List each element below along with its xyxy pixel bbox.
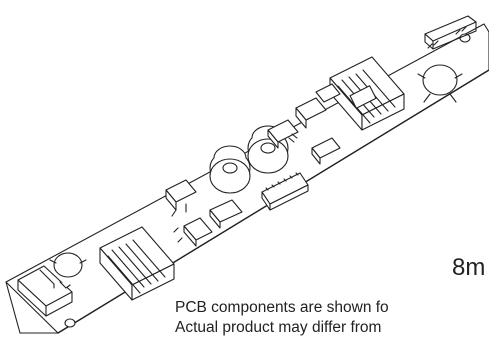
transformer-left	[99, 226, 175, 301]
smd-component-g	[315, 83, 341, 103]
component-note-line-1: PCB components are shown fo	[175, 299, 389, 316]
dimension-label: 8m	[452, 254, 486, 281]
smd-component-b	[267, 119, 299, 149]
transformer-right	[329, 56, 405, 131]
edge-connector-right	[424, 15, 477, 50]
mounting-hole-left	[64, 318, 76, 328]
toroid-coil-1	[209, 145, 251, 194]
ic-chip	[261, 172, 309, 211]
smd-component-f	[173, 217, 213, 247]
round-capacitor-right	[417, 64, 463, 103]
edge-connector-left	[17, 265, 73, 317]
component-note-line-2: Actual product may differ from	[175, 319, 382, 336]
smd-component-a	[295, 97, 327, 129]
smd-component-c	[311, 137, 341, 165]
smd-component-e	[209, 199, 243, 229]
round-capacitor-left	[49, 252, 87, 278]
smd-component-d	[165, 179, 197, 217]
